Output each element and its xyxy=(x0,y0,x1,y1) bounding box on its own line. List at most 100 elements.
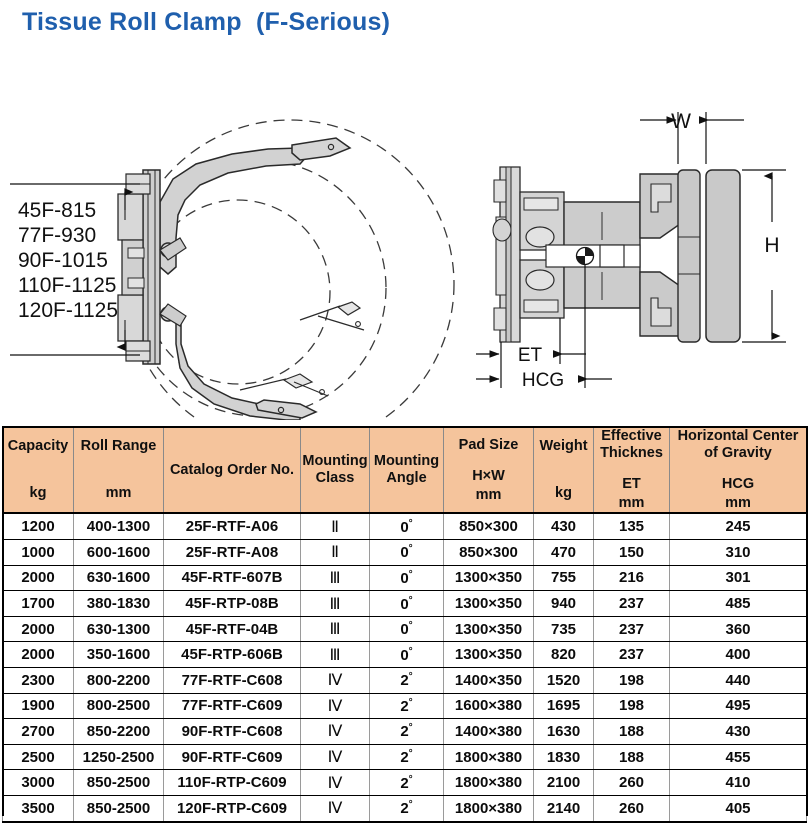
cell-roll-range: 630-1600 xyxy=(73,564,164,592)
cell-pad-size: 1800×380 xyxy=(443,769,534,796)
degree-symbol: ° xyxy=(408,620,413,632)
cell-pad-size: 1600×380 xyxy=(443,692,534,720)
cell-effective-thickness: 237 xyxy=(593,590,670,617)
column-header-effective-thickness-sub: ET xyxy=(622,476,641,493)
cell-weight: 820 xyxy=(533,641,594,668)
cell-capacity: 1200 xyxy=(2,512,74,541)
cell-capacity: 2000 xyxy=(2,641,74,668)
cell-hcg: 301 xyxy=(669,564,807,592)
column-header-mounting-angle: Mounting Angle xyxy=(369,425,444,515)
hcg-dimension-label: HCG xyxy=(522,370,564,391)
upper-pad-tip xyxy=(291,137,352,161)
cell-roll-range: 850-2500 xyxy=(73,794,164,823)
opening-label-2: 90F-1015 xyxy=(18,249,108,272)
cell-mounting-angle: 2° xyxy=(369,667,444,694)
cell-mounting-angle: 2° xyxy=(369,692,444,720)
w-dimension-label: W xyxy=(671,110,691,133)
column-header-effective-thickness-main: Effective Thicknes xyxy=(600,428,663,462)
cell-pad-size: 1800×380 xyxy=(443,794,534,823)
cell-roll-range: 850-2200 xyxy=(73,718,164,745)
lower-pad-tip xyxy=(255,399,318,419)
cell-hcg: 400 xyxy=(669,641,807,668)
cell-mounting-class: Ⅳ xyxy=(300,667,370,694)
cell-capacity: 3500 xyxy=(2,794,74,823)
cell-mounting-class: Ⅲ xyxy=(300,564,370,592)
cell-mounting-angle: 0° xyxy=(369,615,444,643)
degree-symbol: ° xyxy=(408,773,413,785)
cell-catalog: 45F-RTF-607B xyxy=(163,564,301,592)
cell-roll-range: 850-2500 xyxy=(73,769,164,796)
cell-roll-range: 800-2200 xyxy=(73,667,164,694)
degree-symbol: ° xyxy=(408,517,413,529)
column-header-weight-main: Weight xyxy=(539,438,588,455)
column-header-pad-size-main: Pad Size xyxy=(458,436,519,453)
cell-mounting-class: Ⅲ xyxy=(300,641,370,668)
cell-catalog: 90F-RTF-C608 xyxy=(163,718,301,745)
cell-roll-range: 630-1300 xyxy=(73,615,164,643)
opening-label-4: 120F-1125 xyxy=(18,299,118,322)
cell-mounting-angle: 0° xyxy=(369,512,444,541)
cell-effective-thickness: 260 xyxy=(593,769,670,796)
column-header-pad-size-sub: H×W xyxy=(472,467,505,484)
cell-mounting-class: Ⅲ xyxy=(300,590,370,617)
cell-capacity: 2700 xyxy=(2,718,74,745)
cell-effective-thickness: 237 xyxy=(593,615,670,643)
cell-hcg: 410 xyxy=(669,769,807,796)
pad-arm-near xyxy=(677,169,701,343)
cell-pad-size: 1300×350 xyxy=(443,641,534,668)
cell-hcg: 495 xyxy=(669,692,807,720)
cell-roll-range: 600-1600 xyxy=(73,539,164,566)
cell-capacity: 2500 xyxy=(2,743,74,771)
opening-label-3: 110F-1125 xyxy=(18,274,116,297)
column-header-weight-unit: kg xyxy=(555,485,572,502)
opening-label-0: 45F-815 xyxy=(18,199,96,222)
column-header-mounting-class-main: Mounting Class xyxy=(302,453,368,487)
cell-hcg: 405 xyxy=(669,794,807,823)
opening-labels: 45F-815 77F-930 90F-1015 110F-1125 120F-… xyxy=(18,199,118,322)
cell-capacity: 2300 xyxy=(2,667,74,694)
technical-drawing: 45F-815 77F-930 90F-1015 110F-1125 120F-… xyxy=(0,52,808,420)
cell-catalog: 110F-RTP-C609 xyxy=(163,769,301,796)
cell-weight: 1695 xyxy=(533,692,594,720)
mounting-plate xyxy=(142,169,161,365)
cell-catalog: 45F-RTP-606B xyxy=(163,641,301,668)
cell-roll-range: 350-1600 xyxy=(73,641,164,668)
cell-capacity: 1900 xyxy=(2,692,74,720)
cell-hcg: 440 xyxy=(669,667,807,694)
column-header-hcg-main: Horizontal Center of Gravity xyxy=(677,428,799,462)
cell-effective-thickness: 135 xyxy=(593,512,670,541)
page-title: Tissue Roll Clamp (F-Serious) xyxy=(22,8,391,36)
cell-hcg: 310 xyxy=(669,539,807,566)
cell-capacity: 1000 xyxy=(2,539,74,566)
cell-hcg: 430 xyxy=(669,718,807,745)
et-dimension xyxy=(476,318,586,364)
cell-effective-thickness: 188 xyxy=(593,718,670,745)
cell-weight: 2100 xyxy=(533,769,594,796)
cell-weight: 940 xyxy=(533,590,594,617)
cell-hcg: 455 xyxy=(669,743,807,771)
cell-catalog: 25F-RTF-A08 xyxy=(163,539,301,566)
degree-symbol: ° xyxy=(408,568,413,580)
cell-mounting-class: Ⅳ xyxy=(300,794,370,823)
inner-arm-tip-lower xyxy=(282,373,314,389)
cell-catalog: 90F-RTF-C609 xyxy=(163,743,301,771)
column-header-capacity: Capacity kg xyxy=(2,425,74,515)
degree-symbol: ° xyxy=(408,645,413,657)
cell-pad-size: 850×300 xyxy=(443,512,534,541)
cell-mounting-angle: 0° xyxy=(369,641,444,668)
cell-mounting-angle: 0° xyxy=(369,539,444,566)
cell-mounting-class: Ⅳ xyxy=(300,769,370,796)
column-header-hcg-sub: HCG xyxy=(721,476,755,493)
degree-symbol: ° xyxy=(408,543,413,555)
column-header-weight: Weight kg xyxy=(533,425,594,515)
cell-mounting-angle: 2° xyxy=(369,794,444,823)
cell-capacity: 2000 xyxy=(2,564,74,592)
